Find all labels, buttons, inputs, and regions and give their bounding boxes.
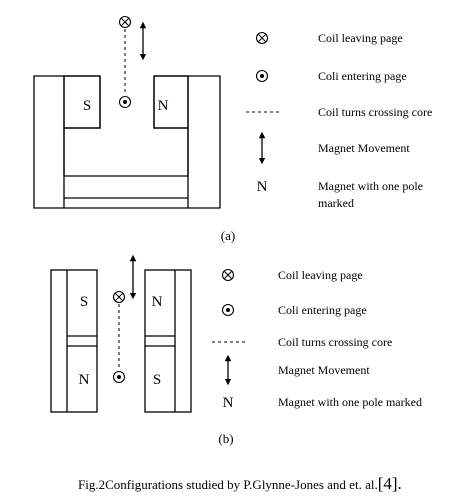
legend-a-entering-label: Coli entering page	[318, 69, 407, 83]
legend-a-leaving-label: Coil leaving page	[318, 31, 403, 45]
magnet-b-right-bottom-pole: S	[153, 372, 161, 388]
core-b-left-outer	[50, 269, 98, 413]
magnet-b-left-bottom-pole: N	[79, 372, 90, 388]
figure-a-label: (a)	[221, 228, 235, 243]
legend-a-turns-label: Coil turns crossing core	[318, 105, 432, 119]
figure-a: S N Coil leaving page Coli e	[33, 15, 432, 243]
figure-caption: Fig.2Configurations studied by P.Glynne-…	[78, 474, 402, 493]
legend-a-pole-label-line2: marked	[318, 196, 354, 210]
coil-a-leaving-icon	[118, 15, 132, 29]
core-b-right-outer	[144, 269, 192, 413]
legend-a-entering-icon	[255, 69, 269, 83]
core-a-outline	[33, 75, 221, 209]
caption-reference: [4].	[378, 474, 402, 493]
magnet-a-right-pole: N	[158, 98, 169, 114]
legend-a: Coil leaving page Coli entering page Coi…	[246, 31, 432, 210]
legend-a-leaving-icon	[255, 31, 269, 45]
legend-a-pole-symbol: N	[257, 179, 268, 195]
legend-b-leaving-icon	[221, 268, 235, 282]
legend-b: Coil leaving page Coli entering page Coi…	[212, 268, 422, 411]
magnet-a-right	[153, 75, 189, 129]
magnet-a-left-pole: S	[83, 98, 91, 114]
magnet-b-right-top-pole: N	[152, 294, 163, 310]
coil-b-leaving-icon	[112, 290, 126, 304]
legend-b-leaving-label: Coil leaving page	[278, 268, 363, 282]
legend-b-movement-label: Magnet Movement	[278, 363, 370, 377]
figure-b: S N N S Coil leaving page	[50, 254, 422, 446]
legend-b-entering-label: Coli entering page	[278, 303, 367, 317]
coil-a-entering-icon	[118, 95, 132, 109]
magnet-a-left	[63, 75, 101, 129]
legend-b-entering-icon	[221, 303, 235, 317]
caption-text: Fig.2Configurations studied by P.Glynne-…	[78, 477, 378, 492]
legend-b-pole-symbol: N	[223, 395, 234, 411]
magnet-b-left-top-pole: S	[80, 294, 88, 310]
figure-b-label: (b)	[218, 431, 233, 446]
legend-b-pole-label: Magnet with one pole marked	[278, 395, 422, 409]
coil-b-entering-icon	[112, 370, 126, 384]
legend-a-movement-label: Magnet Movement	[318, 141, 410, 155]
legend-b-turns-label: Coil turns crossing core	[278, 335, 392, 349]
legend-a-pole-label-line1: Magnet with one pole	[318, 179, 423, 193]
